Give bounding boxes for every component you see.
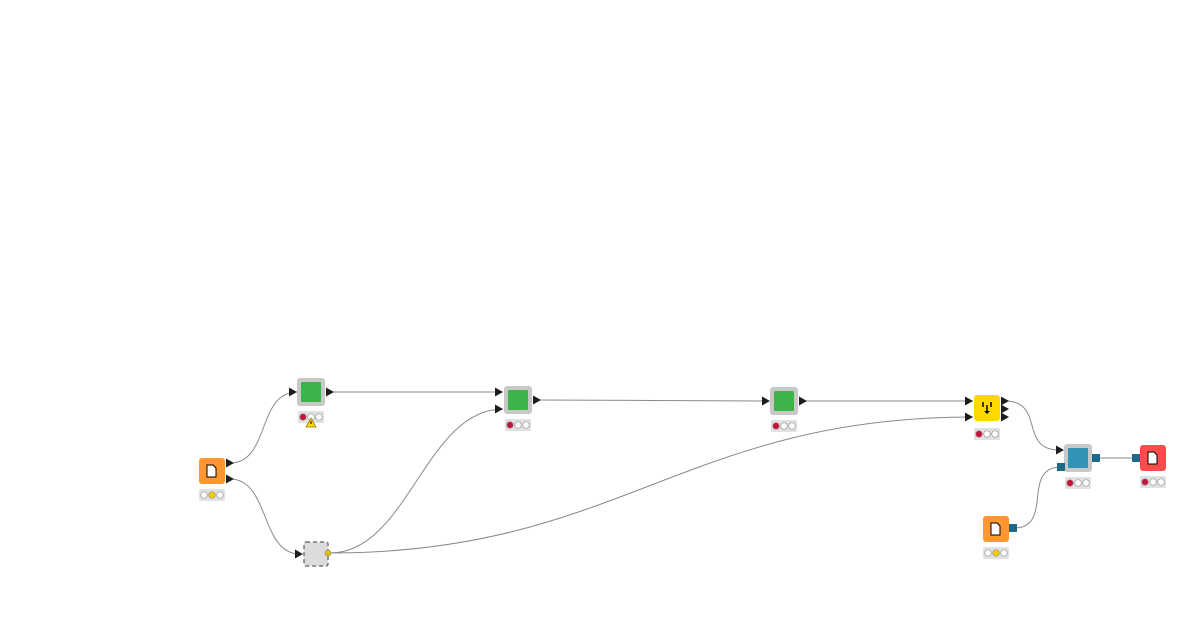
data-port[interactable]: [965, 412, 973, 422]
metanode-icon: [508, 390, 528, 410]
status-light: [991, 430, 999, 438]
arrow-down-glyph: [984, 411, 990, 414]
component-icon: [303, 541, 329, 567]
status-light: [1141, 478, 1149, 486]
connection-edge: [229, 391, 298, 464]
node-component[interactable]: [295, 541, 332, 567]
status-light: [1074, 479, 1082, 487]
status-light: [984, 549, 992, 557]
status-light: [522, 421, 530, 429]
status-light: [975, 430, 983, 438]
node-model-reader[interactable]: [983, 516, 1017, 559]
connection-edge: [533, 399, 769, 402]
status-traffic-light: [771, 420, 797, 432]
data-port[interactable]: [799, 396, 807, 406]
data-port[interactable]: [289, 387, 297, 397]
status-traffic-light: [974, 428, 1000, 440]
connection-edge: [229, 478, 301, 555]
node-writer[interactable]: [1132, 445, 1166, 488]
status-light: [315, 413, 323, 421]
status-traffic-light: [298, 411, 324, 423]
data-port[interactable]: [1001, 396, 1009, 406]
metanode-icon: [301, 382, 321, 402]
learner-icon: [1068, 448, 1088, 468]
status-light: [788, 422, 796, 430]
data-port[interactable]: [226, 458, 234, 468]
node-joiner[interactable]: [965, 395, 1009, 440]
join-icon: [982, 402, 992, 414]
node-metanode-2[interactable]: [495, 386, 541, 431]
status-light: [780, 422, 788, 430]
data-port[interactable]: [1056, 445, 1064, 455]
node-metanode-3[interactable]: [762, 387, 807, 432]
document-glyph: [990, 522, 1001, 536]
data-port[interactable]: [326, 387, 334, 397]
status-light: [506, 421, 514, 429]
flow-variable-port[interactable]: [324, 549, 332, 557]
data-port[interactable]: [226, 474, 234, 484]
status-traffic-light: [1065, 477, 1091, 489]
data-port[interactable]: [762, 396, 770, 406]
status-light: [983, 430, 991, 438]
connection-edge: [329, 416, 974, 554]
model-port[interactable]: [1057, 463, 1065, 471]
model-writer-icon: [1147, 451, 1158, 465]
connection-edge: [329, 408, 504, 554]
status-light: [992, 549, 1000, 557]
data-port[interactable]: [533, 395, 541, 405]
status-light: [1157, 478, 1165, 486]
status-light: [208, 491, 216, 499]
model-port[interactable]: [1009, 524, 1017, 532]
file-reader-icon: [206, 464, 217, 478]
status-light: [1000, 549, 1008, 557]
model-port[interactable]: [1092, 454, 1100, 462]
data-port[interactable]: [495, 387, 503, 397]
model-port[interactable]: [1132, 454, 1140, 462]
status-light: [514, 421, 522, 429]
node-metanode-1[interactable]: [289, 378, 334, 428]
status-traffic-light: [983, 547, 1009, 559]
data-port[interactable]: [1001, 404, 1009, 414]
connections: [229, 391, 1136, 555]
model-reader-icon: [990, 522, 1001, 536]
status-light: [216, 491, 224, 499]
node-reader[interactable]: [199, 458, 234, 501]
document-glyph: [206, 464, 217, 478]
document-glyph: [1147, 451, 1158, 465]
status-traffic-light: [505, 419, 531, 431]
data-port[interactable]: [965, 396, 973, 406]
status-light: [1066, 479, 1074, 487]
data-port[interactable]: [495, 404, 503, 414]
status-light: [200, 491, 208, 499]
status-light: [299, 413, 307, 421]
connection-edge: [1004, 400, 1060, 451]
metanode-icon: [774, 391, 794, 411]
status-traffic-light: [199, 489, 225, 501]
connection-edge: [1013, 466, 1062, 529]
status-light: [1082, 479, 1090, 487]
data-port[interactable]: [1001, 412, 1009, 422]
node-learner[interactable]: [1056, 444, 1100, 489]
data-port[interactable]: [295, 549, 303, 559]
status-traffic-light: [1140, 476, 1166, 488]
status-light: [772, 422, 780, 430]
nodes: [199, 378, 1166, 567]
status-light: [1149, 478, 1157, 486]
